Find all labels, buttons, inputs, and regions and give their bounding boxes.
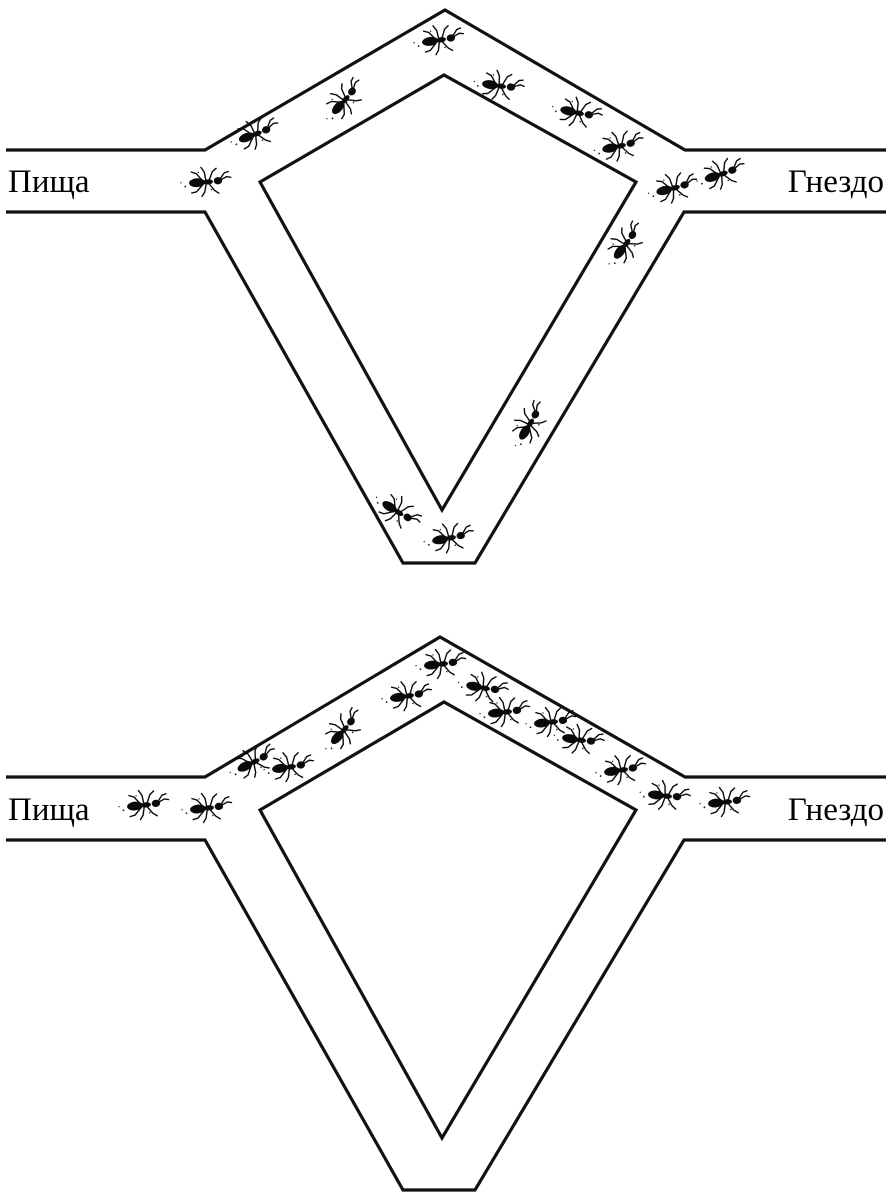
ant-icon [592, 751, 649, 789]
top-panel: Пища Гнездо [6, 8, 886, 565]
ant-icon [178, 164, 233, 199]
bottom-panel: Пища Гнездо [6, 635, 886, 1192]
top-ants [178, 21, 750, 558]
ant-icon [179, 789, 235, 826]
ant-icon [477, 693, 533, 730]
ant-icon [260, 748, 317, 786]
ant-icon [691, 151, 750, 197]
ant-icon [590, 125, 648, 166]
top-food-label: Пища [8, 164, 90, 200]
top-path-outline [6, 8, 886, 565]
ant-icon [410, 21, 467, 59]
ant-icon [637, 777, 693, 814]
ant-icon [367, 484, 428, 538]
bottom-path-inner-island [257, 700, 639, 1142]
bottom-path-lower-wall [6, 838, 886, 1192]
top-path-upper-left-wall [6, 8, 886, 152]
ant-icon [116, 786, 172, 823]
ant-icon [597, 215, 653, 275]
top-path-lower-left-wall [6, 210, 886, 565]
ant-icon [413, 645, 469, 682]
bottom-food-label: Пища [8, 792, 90, 828]
top-path-inner-island [257, 73, 639, 514]
ant-icon [378, 677, 435, 715]
bottom-path-upper-wall [6, 635, 886, 779]
ant-icon [643, 166, 702, 209]
bottom-path-outline [6, 635, 886, 1192]
ant-icon [420, 518, 477, 558]
bottom-ants [116, 645, 753, 826]
top-nest-label: Гнездо [788, 164, 884, 200]
bottom-nest-label: Гнездо [788, 792, 884, 828]
ant-icon [470, 66, 527, 104]
ant-icon [697, 783, 753, 820]
